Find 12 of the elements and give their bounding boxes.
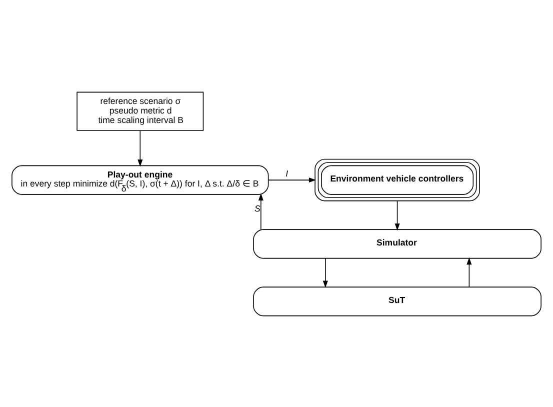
arrow xyxy=(466,256,472,287)
arrow xyxy=(394,200,400,230)
edge-label: I xyxy=(286,168,288,178)
node-box: Environment vehicle controllers xyxy=(314,158,480,201)
arrow xyxy=(258,192,264,230)
node-box: reference scenario σ pseudo metric d time scaling interval B xyxy=(76,91,204,130)
edge-label: S xyxy=(254,202,260,213)
arrow xyxy=(322,258,328,288)
arrow xyxy=(138,130,143,166)
node-box: SuT xyxy=(253,286,542,316)
arrow xyxy=(268,177,316,182)
node-box: Simulator xyxy=(253,228,542,258)
